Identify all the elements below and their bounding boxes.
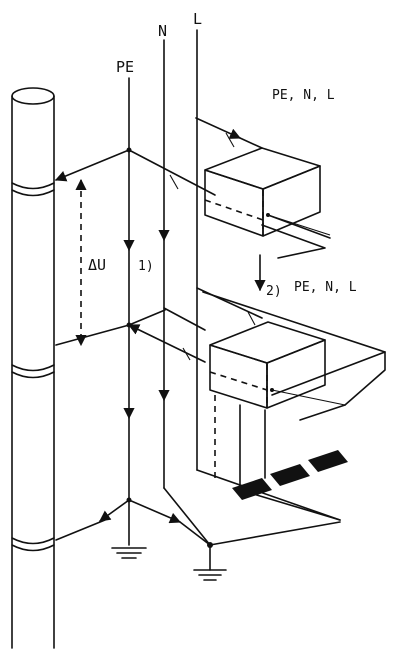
bottom-equipment-box: [202, 291, 386, 421]
metal-pipe: [11, 87, 55, 649]
pe-label: PE: [116, 58, 134, 76]
l-conductor: [196, 29, 341, 521]
path-1-label: 1): [138, 259, 154, 274]
top-equipment-box: [204, 147, 331, 259]
l-label: L: [193, 10, 202, 28]
top-bonding-lines: [54, 117, 263, 196]
path-2-label: 2): [266, 284, 282, 299]
delta-u-label: ΔU: [88, 256, 106, 274]
heating-elements: [232, 450, 348, 500]
group-top-label: PE, N, L: [272, 88, 335, 103]
n-label: N: [158, 22, 167, 40]
group-bottom-label: PE, N, L: [294, 280, 357, 295]
ground-bonding-lines: [55, 487, 341, 581]
